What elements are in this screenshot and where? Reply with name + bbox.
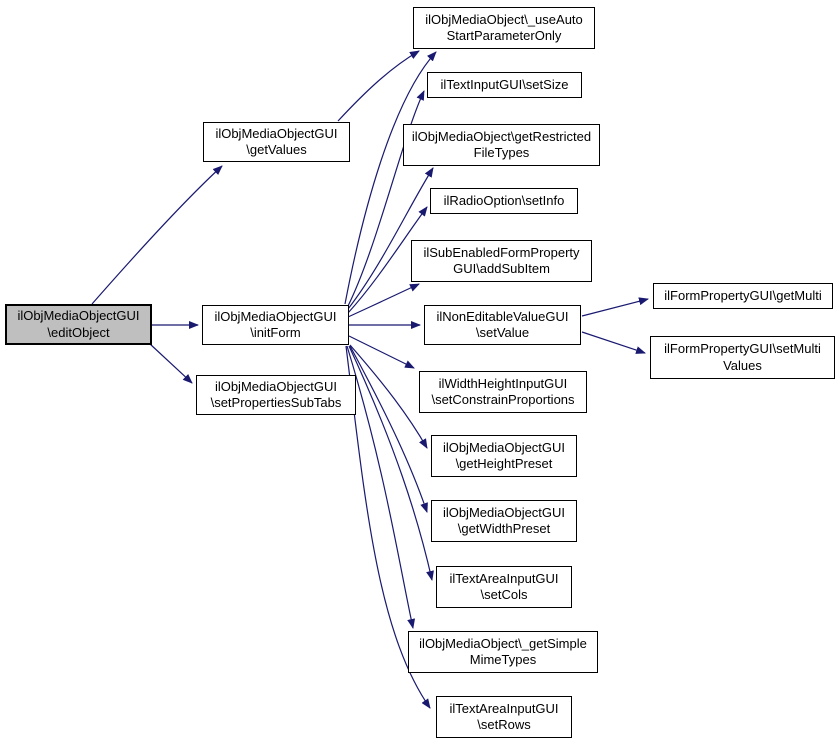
edge-setValue-to-getMulti [581, 297, 649, 317]
node-ilObjMediaObjectGUI-getValues[interactable]: ilObjMediaObjectGUI \getValues [203, 122, 350, 162]
node-ilObjMediaObjectGUI-getHeightPreset[interactable]: ilObjMediaObjectGUI \getHeightPreset [431, 435, 577, 477]
node-label: ilObjMediaObjectGUI \getHeightPreset [442, 439, 566, 471]
node-ilNonEditableValueGUI-setValue[interactable]: ilNonEditableValueGUI \setValue [424, 305, 581, 345]
node-label: ilFormPropertyGUI\getMulti [664, 287, 822, 303]
node-label: ilObjMediaObjectGUI \initForm [214, 308, 337, 340]
edge-initForm-to-addSubItem [347, 283, 420, 318]
node-ilTextInputGUI-setSize[interactable]: ilTextInputGUI\setSize [427, 72, 582, 98]
node-ilObjMediaObject-getSimpleMimeTypes[interactable]: ilObjMediaObject\_getSimple MimeTypes [408, 631, 598, 673]
edge-initForm-to-getSimpleMimeTypes [346, 345, 416, 629]
node-label: ilObjMediaObjectGUI \setPropertiesSubTab… [210, 378, 342, 410]
node-label: ilNonEditableValueGUI \setValue [436, 308, 569, 340]
node-ilObjMediaObjectGUI-editObject: ilObjMediaObjectGUI \editObject [5, 304, 152, 345]
node-label: ilFormPropertyGUI\setMulti Values [664, 341, 821, 373]
edge-getValues-to-useAutoStartParameterOnly [337, 50, 420, 122]
node-label: ilObjMediaObjectGUI \getValues [215, 125, 338, 157]
edge-initForm-to-getRestrictedFileTypes [347, 167, 434, 310]
node-ilFormPropertyGUI-getMulti[interactable]: ilFormPropertyGUI\getMulti [653, 283, 833, 309]
node-label: ilObjMediaObject\_getSimple MimeTypes [419, 635, 587, 667]
node-label: ilObjMediaObject\getRestricted FileTypes [411, 128, 592, 160]
node-ilRadioOption-setInfo[interactable]: ilRadioOption\setInfo [430, 188, 578, 214]
node-ilObjMediaObjectGUI-getWidthPreset[interactable]: ilObjMediaObjectGUI \getWidthPreset [431, 500, 577, 542]
node-label: ilObjMediaObject\_useAuto StartParameter… [425, 11, 583, 43]
edge-setValue-to-setMultiValues [581, 331, 646, 354]
edge-editObject-to-setPropertiesSubTabs [149, 343, 193, 384]
node-label: ilWidthHeightInputGUI \setConstrainPropo… [431, 375, 575, 407]
edge-initForm-to-setCols [348, 345, 434, 581]
node-label: ilRadioOption\setInfo [443, 192, 565, 208]
node-ilTextAreaInputGUI-setCols[interactable]: ilTextAreaInputGUI \setCols [436, 566, 572, 608]
node-ilObjMediaObject-getRestrictedFileTypes[interactable]: ilObjMediaObject\getRestricted FileTypes [403, 124, 600, 166]
node-ilObjMediaObjectGUI-initForm[interactable]: ilObjMediaObjectGUI \initForm [202, 305, 349, 345]
edge-initForm-to-getHeightPreset [349, 344, 428, 449]
node-ilObjMediaObjectGUI-setPropertiesSubTabs[interactable]: ilObjMediaObjectGUI \setPropertiesSubTab… [196, 375, 356, 415]
node-ilObjMediaObject-useAutoStartParameterOnly[interactable]: ilObjMediaObject\_useAuto StartParameter… [413, 7, 595, 49]
node-ilSubEnabledFormPropertyGUI-addSubItem[interactable]: ilSubEnabledFormProperty GUI\addSubItem [411, 240, 592, 282]
node-label: ilObjMediaObjectGUI \getWidthPreset [442, 504, 566, 536]
node-label: ilObjMediaObjectGUI \editObject [17, 308, 140, 340]
node-ilFormPropertyGUI-setMultiValues[interactable]: ilFormPropertyGUI\setMulti Values [650, 336, 835, 379]
edge-initForm-to-getWidthPreset [349, 345, 428, 513]
edge-initForm-to-useAutoStartParameterOnly [344, 51, 437, 305]
node-ilWidthHeightInputGUI-setConstrainProportions[interactable]: ilWidthHeightInputGUI \setConstrainPropo… [419, 371, 587, 413]
edge-initForm-to-setSize [347, 90, 425, 307]
edge-initForm-to-setConstrainProportions [348, 335, 415, 369]
node-label: ilTextAreaInputGUI \setRows [449, 700, 559, 732]
node-label: ilTextInputGUI\setSize [440, 76, 569, 92]
node-label: ilTextAreaInputGUI \setCols [449, 570, 559, 602]
node-ilTextAreaInputGUI-setRows[interactable]: ilTextAreaInputGUI \setRows [436, 696, 572, 738]
node-label: ilSubEnabledFormProperty GUI\addSubItem [423, 244, 580, 276]
edge-initForm-to-setInfo [347, 206, 428, 314]
edge-editObject-to-getValues [91, 165, 223, 305]
